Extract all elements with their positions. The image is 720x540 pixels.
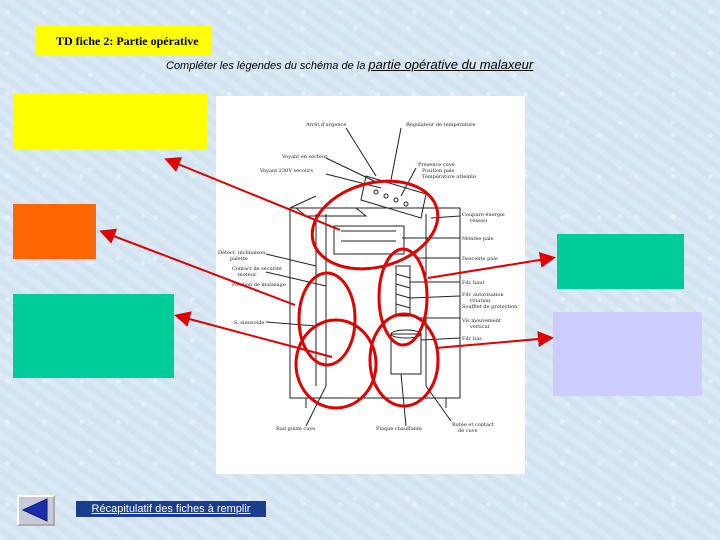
label-vis-mouvement: Vis mouvement	[462, 318, 501, 324]
label-s-sinusoide: S. sinusoïde	[234, 320, 265, 326]
label-descente-pale: Descente pale	[462, 256, 498, 262]
label-de-cuve: de cuve	[458, 428, 478, 434]
label-arret-urgence: Arrêt d'urgence	[306, 122, 347, 128]
label-position-malaxage: Position de malaxage	[232, 282, 286, 288]
label-plaque-chauffante: Plaque chauffante	[376, 426, 422, 432]
answer-box-lavender[interactable]	[553, 312, 702, 396]
label-presence-cuve: Présence cuve	[418, 162, 455, 168]
answer-box-yellow[interactable]	[13, 93, 207, 149]
label-rotation: rotation	[470, 298, 491, 304]
label-fin-bas: Fdc bas	[462, 336, 482, 342]
instruction-part2: partie opérative du malaxeur	[368, 57, 534, 72]
label-moteur: moteur	[238, 272, 257, 278]
label-position-pale: Position pale	[422, 168, 455, 174]
label-reseau: réseau	[470, 218, 488, 224]
label-fin-autorisation: Fdc autorisation	[462, 292, 504, 298]
answer-box-orange[interactable]	[13, 204, 96, 259]
back-arrow-icon	[21, 498, 48, 522]
label-temperature-atteinte: Température atteinte	[422, 174, 477, 180]
label-vertical: vertical	[470, 324, 490, 330]
label-souffle-protection: Soufflet de protection	[462, 304, 518, 310]
label-butee-contact: Butée et contact	[452, 422, 494, 428]
answer-box-green-right[interactable]	[557, 234, 684, 289]
page-title: TD fiche 2: Partie opérative	[36, 26, 212, 56]
label-montee-pale: Montée pale	[462, 236, 494, 242]
mixer-schematic: Arrêt d'urgence Régulateur de températur…	[216, 96, 525, 474]
label-rail-guide: Rail guide cuve	[276, 426, 316, 432]
back-nav-button[interactable]	[17, 495, 55, 526]
label-coupure-energie: Coupure énergie	[462, 212, 505, 218]
label-voyant-secteur: Voyant en secteur	[282, 154, 328, 160]
label-fin-haut: Fdc haut	[462, 280, 485, 286]
instruction-part1: Compléter les légendes du schéma de la	[166, 60, 369, 72]
instruction-text: Compléter les légendes du schéma de la p…	[166, 57, 606, 72]
label-regulateur: Régulateur de température	[406, 122, 476, 128]
summary-link[interactable]: Récapitulatif des fiches à remplir	[76, 501, 266, 517]
label-voyant-230: Voyant 230V secours	[260, 168, 314, 174]
label-palette: palette	[230, 256, 248, 262]
answer-box-green-left[interactable]	[13, 294, 174, 378]
